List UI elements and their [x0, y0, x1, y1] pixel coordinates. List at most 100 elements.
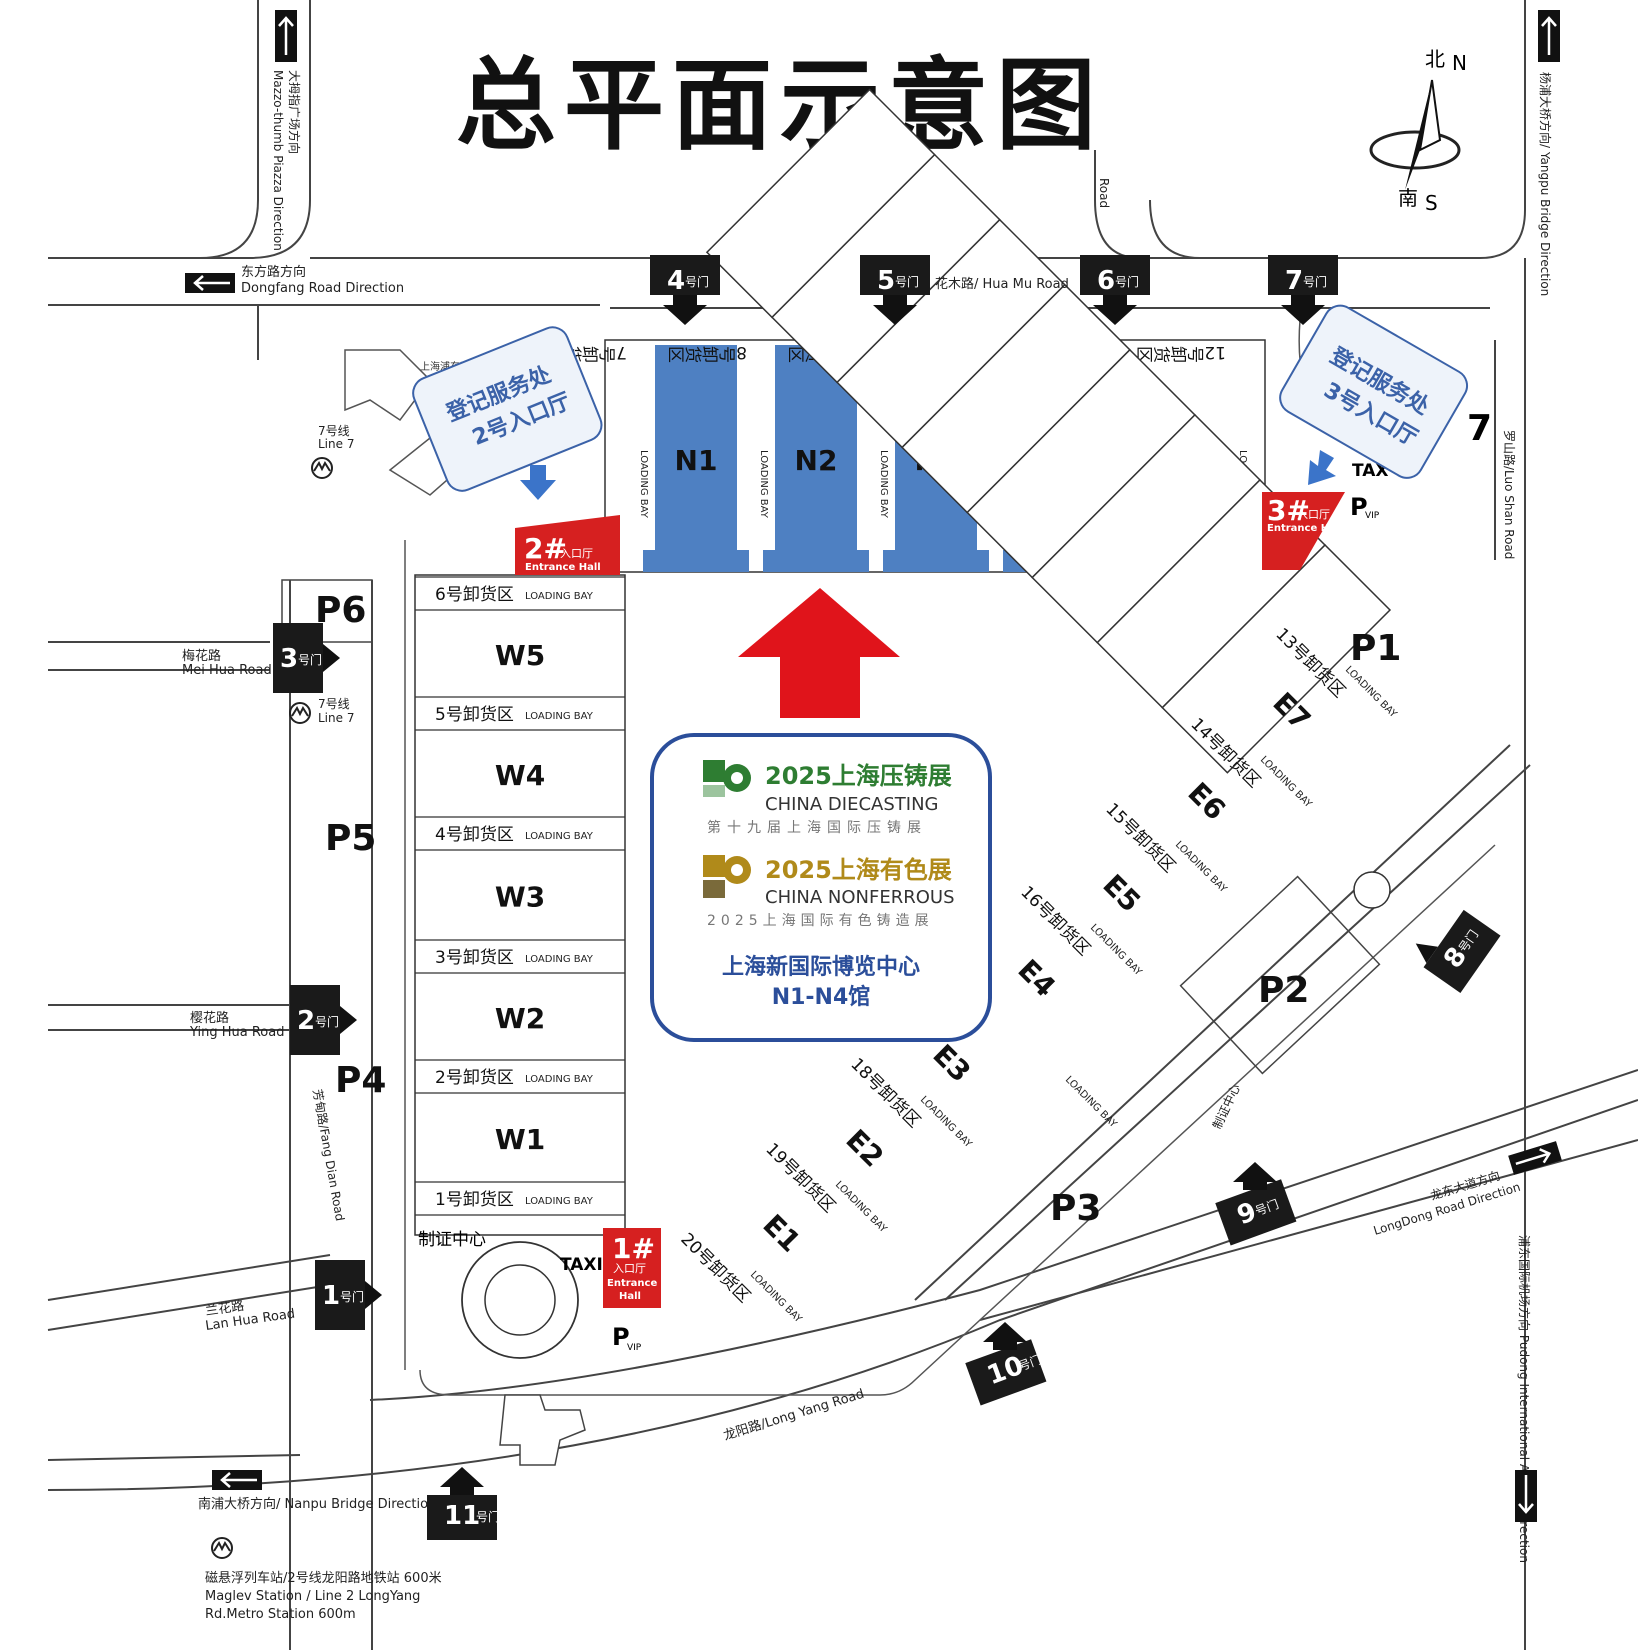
loading-bay-label: 18号卸货区 — [846, 1054, 924, 1132]
parking-p1: P1 — [1350, 628, 1401, 669]
parking-p4: P4 — [335, 1060, 386, 1101]
loading-bay-en: LOADING BAY — [525, 1074, 594, 1085]
hall-n1[interactable] — [655, 345, 737, 550]
hall-e2[interactable]: E2 — [839, 1123, 890, 1174]
gate-8[interactable]: 8号门 — [1407, 898, 1501, 994]
hall-e5[interactable]: E5 — [1096, 868, 1147, 919]
road-dazhihui-en: Mazzo-thumb Piazza Direction — [271, 70, 285, 251]
vip-parking-sub: VIP — [627, 1343, 642, 1353]
gate-number: 3 — [280, 644, 298, 674]
loading-bay-label: 15号卸货区 — [1101, 799, 1179, 877]
down-arrow-icon — [520, 465, 556, 500]
hall-w2[interactable]: W2 — [495, 1002, 545, 1035]
maglev-en1: Maglev Station / Line 2 LongYang — [205, 1589, 420, 1604]
road-lanhua-cn: 兰花路 — [204, 1298, 245, 1319]
metro-icon — [289, 702, 311, 724]
maglev-en2: Rd.Metro Station 600m — [205, 1607, 356, 1622]
entrance-hall-1[interactable]: 1# 入口厅 Entrance Hall — [603, 1228, 661, 1308]
hall-w5[interactable]: W5 — [495, 639, 545, 672]
entrance-hall-2[interactable]: 2# 入口厅 Entrance Hall — [515, 515, 620, 575]
loading-bay-label: 19号卸货区 — [761, 1139, 839, 1217]
gate-number: 2 — [297, 1006, 315, 1036]
hall-e1[interactable]: E1 — [756, 1208, 807, 1259]
entrance-hall-3[interactable]: 3# 入口厅 Entrance Hall — [1262, 492, 1345, 570]
gate-suffix: 号门 — [1303, 274, 1327, 289]
hall-e6[interactable]: E6 — [1181, 776, 1232, 827]
nonfer-sub: 2025上海国际有色铸造展 — [707, 912, 934, 929]
road-yangpu: 杨浦大桥方向/ Yangpu Bridge Direction — [1538, 72, 1553, 296]
loading-bay-en: LOADING BAY — [1343, 664, 1399, 720]
road-dongfang-en: Dongfang Road Direction — [241, 281, 404, 296]
loading-bay-en: LOADING BAY — [1258, 754, 1314, 810]
big-up-arrow-icon — [738, 588, 900, 718]
svg-text:1#: 1# — [612, 1232, 655, 1265]
service-desk-2[interactable]: 登记服务处 2号入口厅 — [408, 323, 606, 496]
diecasting-logo-icon — [703, 760, 751, 797]
svg-text:入口厅: 入口厅 — [1297, 508, 1330, 521]
gate-suffix: 号门 — [340, 1289, 364, 1304]
loading-bay-label: 4号卸货区 — [435, 825, 514, 845]
loading-bay-label: 8号卸货区 — [668, 342, 747, 363]
taxi-label: TAXI — [560, 1255, 603, 1275]
loading-bay-label: 3号卸货区 — [435, 948, 514, 968]
hall-w4[interactable]: W4 — [495, 759, 545, 792]
loading-bay-label: 2号卸货区 — [435, 1068, 514, 1088]
gate-number: 6 — [1097, 266, 1115, 296]
nonferrous-logo-icon — [703, 855, 751, 898]
gate-number: 11 — [444, 1501, 480, 1531]
loading-bay-en: LOADING BAY — [748, 1269, 804, 1325]
taxi-label-top: TAX — [1352, 461, 1389, 481]
hall-w1[interactable]: W1 — [495, 1123, 545, 1156]
hall-w3[interactable]: W3 — [495, 881, 545, 914]
road-yinghua-cn: 樱花路 — [190, 1010, 229, 1026]
svg-text:Entrance Hall: Entrance Hall — [1267, 523, 1343, 534]
hall-label: N1 — [675, 444, 718, 477]
road-line7-en: Line 7 — [318, 711, 354, 725]
road-label: Road — [1097, 178, 1111, 208]
hall-e3[interactable]: E3 — [926, 1038, 977, 1089]
metro-icon — [311, 457, 333, 479]
loading-bay-label: 1号卸货区 — [435, 1190, 514, 1210]
road-network — [47, 0, 1638, 1650]
gate-suffix: 号门 — [895, 274, 919, 289]
loading-bay-en: LOADING BAY — [1063, 1074, 1119, 1130]
gate-number: 1 — [322, 1281, 340, 1311]
loading-bay-en: LOADING BAY — [878, 450, 889, 519]
gate-suffix: 号门 — [1115, 274, 1139, 289]
page-title: 总平面示意图 — [456, 47, 1104, 164]
loading-bay-en: LOADING BAY — [758, 450, 769, 519]
road-yinghua-en: Ying Hua Road — [189, 1025, 284, 1040]
loading-bay-en: LOADING BAY — [525, 591, 594, 602]
certificate-center: 制证中心 — [418, 1230, 486, 1250]
gate-suffix: 号门 — [298, 652, 322, 667]
service-desk-3[interactable]: 登记服务处 3号入口厅 — [1274, 300, 1473, 484]
direction-arrow-icon — [1515, 1470, 1537, 1522]
loading-bay-en: LOADING BAY — [525, 831, 594, 842]
hall-e4[interactable]: E4 — [1011, 953, 1062, 1004]
gate-9[interactable]: 9号门 — [1204, 1148, 1298, 1246]
compass-icon: 北 N 南 S — [1369, 47, 1467, 215]
hall-label: N2 — [795, 444, 838, 477]
exhibition-card: 2025上海压铸展 CHINA DIECASTING 第十九届上海国际压铸展 2… — [650, 733, 992, 1042]
gate-suffix: 号门 — [685, 274, 709, 289]
maglev-cn: 磁悬浮列车站/2号线龙阳路地铁站 600米 — [205, 1570, 442, 1586]
road-nanpu: 南浦大桥方向/ Nanpu Bridge Direction — [198, 1496, 436, 1512]
loading-bay-en: LOADING BAY — [525, 1196, 594, 1207]
compass-south-en: S — [1425, 191, 1438, 215]
loading-bay-label: 20号卸货区 — [676, 1229, 754, 1307]
metro-icon — [211, 1537, 233, 1559]
road-dongfang-cn: 东方路方向 — [241, 264, 306, 280]
loading-bay-en: LOADING BAY — [525, 711, 594, 722]
parking-p2: P2 — [1258, 970, 1309, 1011]
